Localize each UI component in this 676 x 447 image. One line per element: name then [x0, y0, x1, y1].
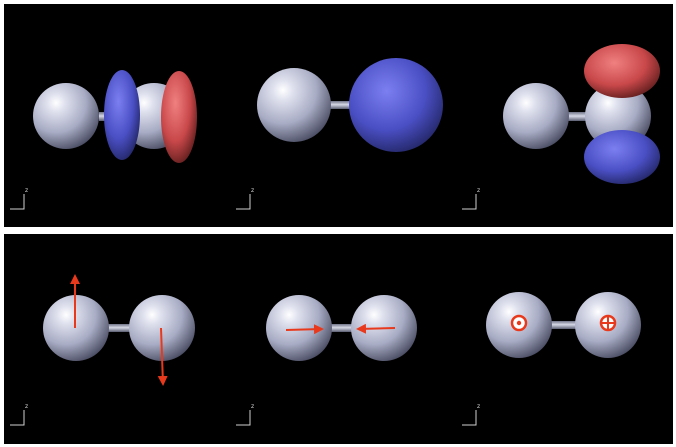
bond: [314, 101, 374, 109]
axis-label: z: [251, 187, 254, 194]
left-arrow-icon: [356, 323, 396, 334]
axis-icon: [10, 194, 477, 210]
frame-3-vibration: [486, 292, 641, 358]
bond: [324, 324, 354, 332]
right-arrow-icon: [285, 324, 324, 335]
orbital-svg: z z z: [10, 44, 660, 210]
bond: [547, 321, 579, 329]
blue-sphere: [349, 58, 443, 152]
axis-label: z: [25, 187, 28, 194]
frame-2-orbital: [257, 58, 443, 152]
frame-2-vibration: [266, 295, 417, 361]
bond: [564, 112, 594, 121]
dot-circle-icon: [510, 314, 528, 332]
axis-label: z: [25, 403, 28, 410]
frame-3-orbital: [503, 44, 660, 184]
blue-lobe: [104, 70, 140, 160]
atom: [257, 68, 331, 142]
frame-1-orbital: [33, 70, 197, 163]
cross-circle-icon: [599, 314, 617, 332]
atom: [33, 83, 99, 149]
red-lobe: [161, 71, 197, 163]
red-lobe: [584, 44, 660, 98]
axis-label: z: [477, 403, 480, 410]
vibration-svg: z z z: [10, 274, 641, 426]
blue-lobe: [584, 130, 660, 184]
axis-label: z: [477, 187, 480, 194]
axis-icon: [10, 410, 477, 426]
frame-1-vibration: [43, 274, 195, 386]
down-arrow-icon: [157, 327, 168, 386]
atom: [266, 295, 332, 361]
vibration-panel: z z z: [4, 234, 673, 444]
bond: [104, 324, 136, 332]
atom: [503, 83, 569, 149]
orbital-panel: z z z: [4, 4, 673, 227]
axis-label: z: [251, 403, 254, 410]
